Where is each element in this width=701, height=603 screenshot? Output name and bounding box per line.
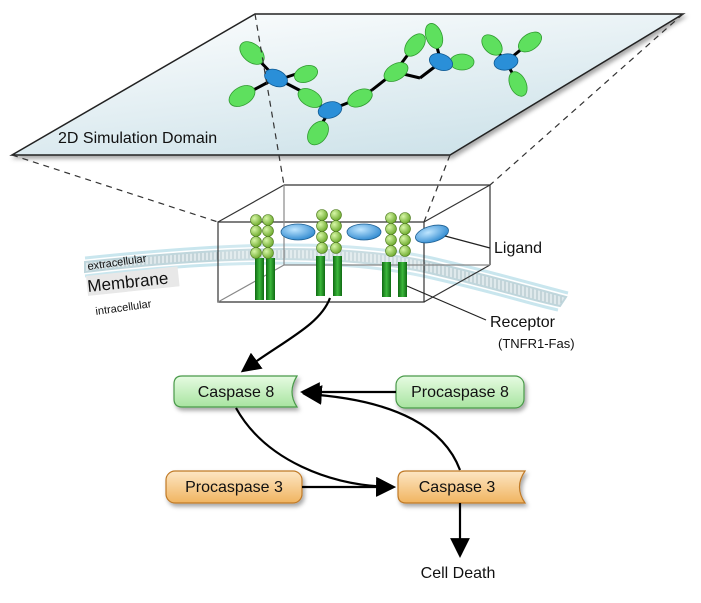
caspase8-to-caspase3-arrow xyxy=(235,407,396,497)
procaspase8-label: Procaspase 8 xyxy=(411,384,509,401)
caspase8-label: Caspase 8 xyxy=(198,384,275,401)
receptor-cluster xyxy=(250,209,411,300)
receptor-1 xyxy=(250,214,275,300)
procaspase3-label: Procaspase 3 xyxy=(185,479,283,496)
caspase3-feedback-arrow xyxy=(302,385,462,471)
caspase8-node xyxy=(173,375,299,408)
ligand-label: Ligand xyxy=(494,240,542,257)
callout-lines xyxy=(406,235,491,321)
receptor-to-caspase8-arrow xyxy=(240,297,332,373)
intracellular-label: intracellular xyxy=(95,298,153,318)
lattice-hubs xyxy=(264,53,519,119)
cell-death-label: Cell Death xyxy=(421,565,496,582)
receptor-2 xyxy=(316,209,342,296)
membrane-label: Membrane xyxy=(86,269,169,296)
simulation-plane: 2D Simulation Domain xyxy=(9,13,686,156)
pathway-arrows xyxy=(235,297,470,558)
caspase3-node xyxy=(397,470,527,504)
projection-lines xyxy=(11,13,684,223)
caspase3-label: Caspase 3 xyxy=(419,479,496,496)
receptor-sublabel: (TNFR1-Fas) xyxy=(498,336,575,351)
lattice-arms xyxy=(228,23,542,146)
receptor-label: Receptor xyxy=(490,314,556,331)
simulation-label: 2D Simulation Domain xyxy=(58,130,217,147)
receptor-3 xyxy=(382,212,411,297)
ligands xyxy=(280,223,449,244)
